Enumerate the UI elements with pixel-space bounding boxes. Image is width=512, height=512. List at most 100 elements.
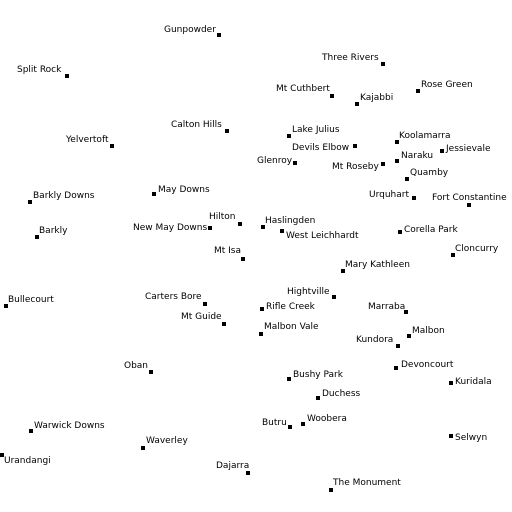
place-marker-mt-cuthbert [330, 94, 334, 98]
place-label-west-leichhardt: West Leichhardt [286, 231, 359, 241]
place-label-woobera: Woobera [307, 414, 347, 424]
place-marker-naraku [395, 159, 399, 163]
place-label-may-downs: May Downs [158, 185, 210, 195]
place-label-new-may-downs: New May Downs [133, 223, 208, 233]
place-label-three-rivers: Three Rivers [322, 53, 379, 63]
place-label-kajabbi: Kajabbi [360, 93, 394, 103]
place-marker-corella-park [398, 230, 402, 234]
place-label-yelvertoft: Yelvertoft [66, 135, 109, 145]
place-marker-malbon [407, 334, 411, 338]
place-marker-quamby [405, 177, 409, 181]
place-marker-gunpowder [217, 33, 221, 37]
place-marker-woobera [301, 422, 305, 426]
place-marker-mary-kathleen [341, 269, 345, 273]
place-label-oban: Oban [124, 361, 149, 371]
place-label-butru: Butru [262, 418, 287, 428]
place-marker-mt-roseby [381, 162, 385, 166]
place-marker-marraba [404, 310, 408, 314]
place-label-koolamarra: Koolamarra [399, 131, 451, 141]
place-marker-cloncurry [451, 253, 455, 257]
place-label-rifle-creek: Rifle Creek [266, 302, 315, 312]
place-marker-koolamarra [395, 140, 399, 144]
place-marker-fort-constantine [467, 203, 471, 207]
place-marker-selwyn [449, 434, 453, 438]
place-label-warwick-downs: Warwick Downs [34, 421, 105, 431]
place-label-hilton: Hilton [209, 212, 236, 222]
place-label-the-monument: The Monument [333, 478, 401, 488]
place-marker-hilton [238, 222, 242, 226]
place-label-rose-green: Rose Green [421, 80, 473, 90]
place-marker-urquhart [412, 196, 416, 200]
place-label-glenroy: Glenroy [257, 156, 293, 166]
place-label-marraba: Marraba [368, 302, 406, 312]
place-label-cloncurry: Cloncurry [455, 244, 499, 254]
place-marker-hightville [332, 295, 336, 299]
place-marker-malbon-vale [259, 332, 263, 336]
place-label-kundora: Kundora [356, 335, 394, 345]
place-marker-oban [149, 370, 153, 374]
place-marker-haslingden [261, 225, 265, 229]
place-label-urandangi: Urandangi [4, 456, 51, 466]
place-label-lake-julius: Lake Julius [292, 125, 340, 135]
place-label-calton-hills: Calton Hills [171, 120, 222, 130]
place-label-naraku: Naraku [401, 151, 434, 161]
place-marker-waverley [141, 446, 145, 450]
place-marker-rose-green [416, 89, 420, 93]
place-marker-barkly-downs [28, 200, 32, 204]
place-label-haslingden: Haslingden [265, 216, 316, 226]
place-label-urquhart: Urquhart [369, 190, 409, 200]
place-marker-mt-guide [222, 322, 226, 326]
place-marker-the-monument [329, 488, 333, 492]
place-marker-kajabbi [355, 102, 359, 106]
place-marker-new-may-downs [208, 226, 212, 230]
place-label-split-rock: Split Rock [17, 65, 62, 75]
place-marker-mt-isa [241, 257, 245, 261]
place-label-duchess: Duchess [322, 389, 361, 399]
place-marker-glenroy [293, 161, 297, 165]
place-marker-devoncourt [394, 366, 398, 370]
place-label-jessievale: Jessievale [446, 144, 491, 154]
place-marker-bushy-park [287, 377, 291, 381]
place-label-mt-roseby: Mt Roseby [332, 162, 379, 172]
place-marker-warwick-downs [29, 429, 33, 433]
place-label-corella-park: Corella Park [404, 225, 458, 235]
place-marker-calton-hills [225, 129, 229, 133]
place-label-fort-constantine: Fort Constantine [432, 193, 507, 203]
place-label-gunpowder: Gunpowder [164, 25, 216, 35]
place-label-hightville: Hightville [287, 287, 330, 297]
place-marker-dajarra [246, 471, 250, 475]
place-marker-barkly [35, 235, 39, 239]
place-label-devoncourt: Devoncourt [401, 360, 454, 370]
place-marker-carters-bore [203, 302, 207, 306]
place-marker-lake-julius [287, 134, 291, 138]
place-label-barkly: Barkly [39, 226, 68, 236]
place-label-quamby: Quamby [410, 168, 449, 178]
place-marker-duchess [316, 396, 320, 400]
place-marker-kundora [396, 344, 400, 348]
place-marker-butru [288, 425, 292, 429]
place-marker-jessievale [440, 149, 444, 153]
place-marker-kuridala [449, 381, 453, 385]
place-marker-may-downs [152, 192, 156, 196]
place-label-mary-kathleen: Mary Kathleen [345, 260, 410, 270]
place-label-bullecourt: Bullecourt [8, 295, 54, 305]
place-label-bushy-park: Bushy Park [293, 370, 343, 380]
place-marker-west-leichhardt [280, 229, 284, 233]
place-marker-split-rock [65, 74, 69, 78]
place-marker-bullecourt [4, 304, 8, 308]
place-marker-urandangi [0, 453, 4, 457]
place-label-kuridala: Kuridala [455, 377, 492, 387]
place-label-selwyn: Selwyn [455, 433, 488, 443]
place-marker-rifle-creek [260, 307, 264, 311]
place-marker-devils-elbow [353, 144, 357, 148]
place-label-mt-guide: Mt Guide [181, 312, 222, 322]
place-label-mt-isa: Mt Isa [214, 246, 242, 256]
place-label-malbon-vale: Malbon Vale [264, 322, 319, 332]
place-label-carters-bore: Carters Bore [145, 292, 202, 302]
place-label-devils-elbow: Devils Elbow [292, 143, 350, 153]
place-marker-yelvertoft [110, 144, 114, 148]
place-label-mt-cuthbert: Mt Cuthbert [276, 84, 330, 94]
place-label-dajarra: Dajarra [216, 461, 250, 471]
place-label-waverley: Waverley [146, 436, 188, 446]
